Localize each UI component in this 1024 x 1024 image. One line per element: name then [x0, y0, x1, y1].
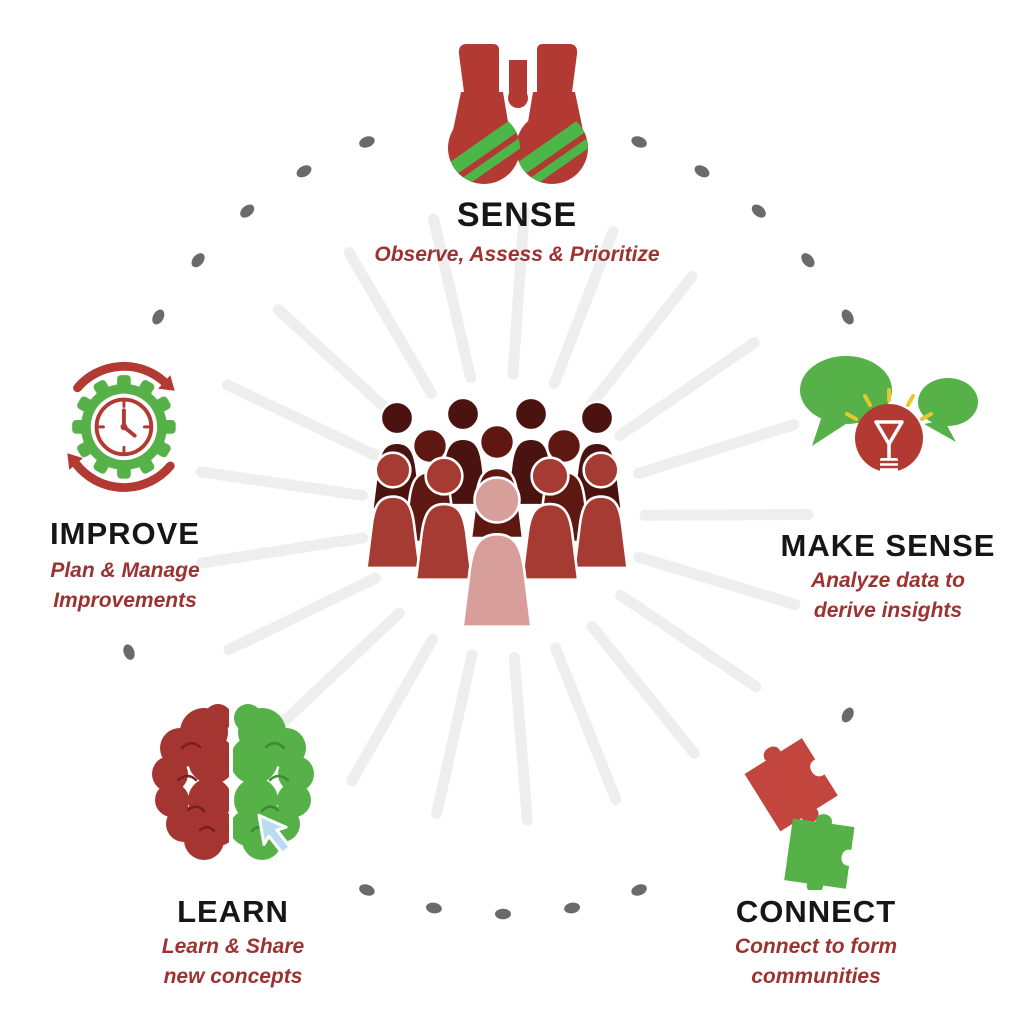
make-sense-title: MAKE SENSE [780, 528, 996, 563]
improve-subtitle: Plan & Manage Improvements [50, 559, 200, 613]
learn-subtitle: Learn & Share new concepts [161, 935, 305, 989]
make-sense-subtitle: Analyze data to derive insights [810, 569, 966, 623]
lightbulb-speech-icon [800, 356, 978, 472]
people-crowd-icon [365, 396, 629, 629]
gear-clock-icon [67, 361, 176, 492]
puzzle-pieces-icon [744, 738, 855, 890]
binoculars-icon [448, 44, 588, 184]
connect-subtitle: Connect to form communities [734, 935, 898, 989]
sense-title: SENSE [456, 196, 578, 234]
brain-cursor-icon [152, 704, 314, 860]
sense-subtitle: Observe, Assess & Prioritize [374, 243, 660, 266]
connect-title: CONNECT [735, 894, 897, 929]
improve-title: IMPROVE [50, 516, 200, 551]
learn-title: LEARN [177, 894, 289, 929]
